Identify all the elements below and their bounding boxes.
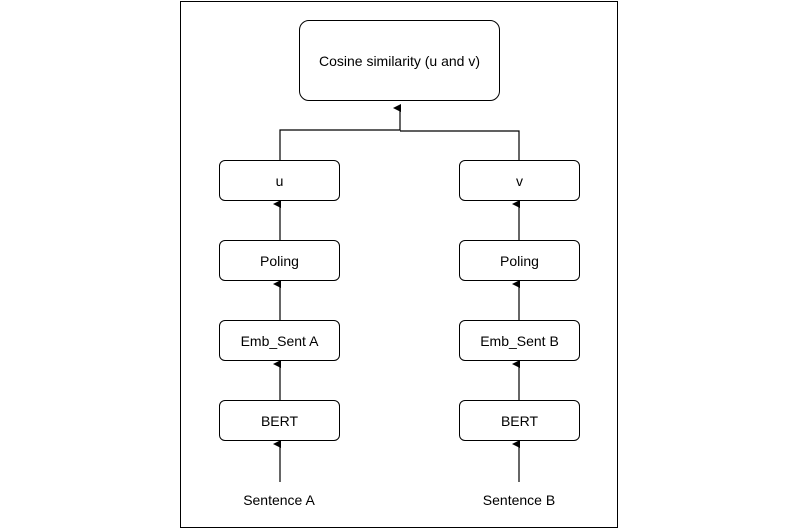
diagram-frame [180,1,618,528]
bert-left-node: BERT [219,400,340,441]
poling-left-node: Poling [219,240,340,281]
poling-right-node: Poling [459,240,580,281]
connector-u-to-cosine [279,104,401,160]
poling-left-label: Poling [260,252,299,269]
sentence-a-label: Sentence A [243,492,315,508]
bert-right-node: BERT [459,400,580,441]
emb-sent-b-node: Emb_Sent B [459,320,580,361]
v-node: v [459,160,580,201]
emb-sent-a-label: Emb_Sent A [240,332,319,349]
connector-v-to-cosine [400,130,520,160]
cosine-similarity-node: Cosine similarity (u and v) [299,20,500,101]
cosine-similarity-label: Cosine similarity (u and v) [318,52,481,69]
emb-sent-a-node: Emb_Sent A [219,320,340,361]
emb-sent-b-label: Emb_Sent B [480,332,559,349]
sentence-b-label: Sentence B [482,492,556,508]
u-label: u [275,172,284,189]
v-label: v [516,172,523,189]
bert-right-label: BERT [500,412,539,429]
bert-left-label: BERT [260,412,299,429]
poling-right-label: Poling [500,252,539,269]
u-node: u [219,160,340,201]
